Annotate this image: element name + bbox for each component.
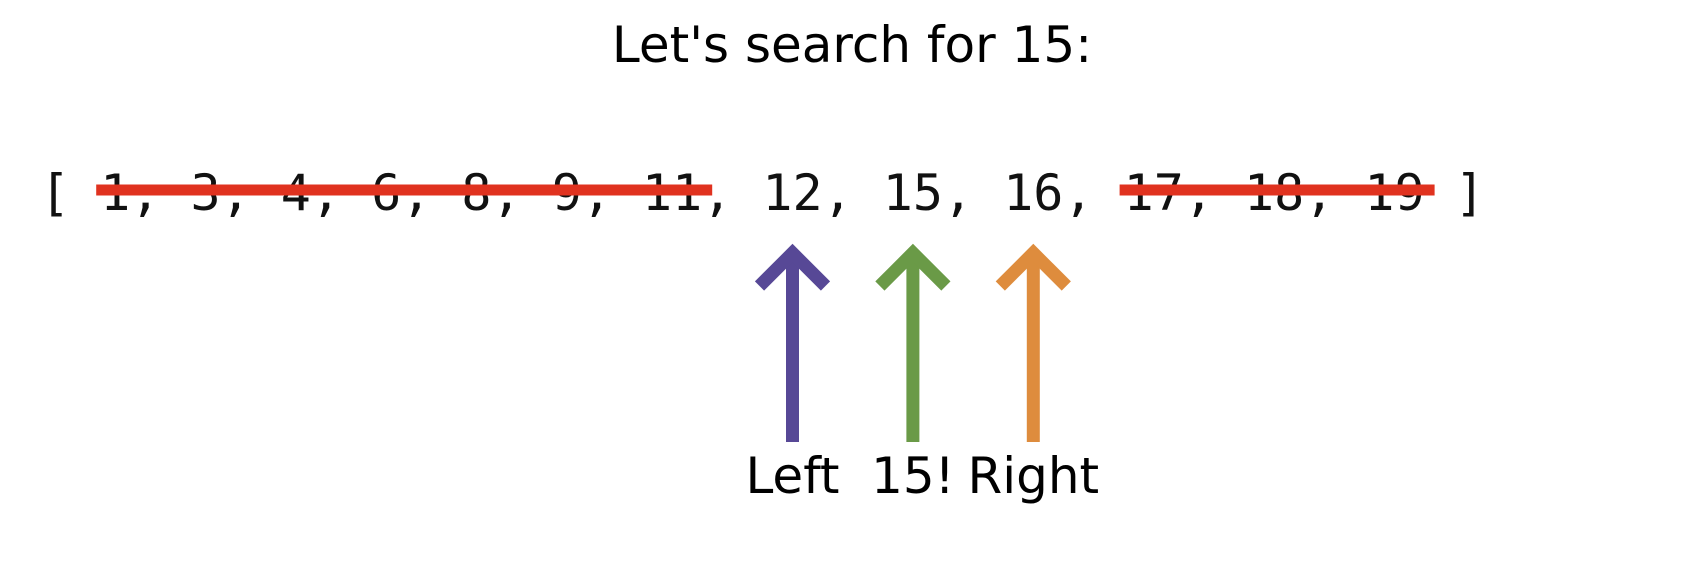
- close-bracket: ]: [1455, 164, 1485, 222]
- array-separator: ,: [823, 164, 853, 222]
- pointer-arrows: Left 15!Right: [745, 243, 1099, 505]
- diagram-title: Let's search for 15:: [612, 16, 1092, 74]
- arrow-up-icon: [995, 243, 1071, 291]
- pointer-label: Left: [745, 447, 839, 505]
- array-separator: ,: [1063, 164, 1093, 222]
- array-item: 12: [762, 164, 822, 222]
- pointer-mid: 15!: [871, 243, 955, 505]
- array-item: 15: [883, 164, 943, 222]
- array-item: 16: [1003, 164, 1063, 222]
- pointer-label: 15!: [871, 447, 955, 505]
- pointer-left: Left: [745, 243, 840, 505]
- array-separator: ,: [943, 164, 973, 222]
- arrow-up-icon: [875, 243, 951, 291]
- open-bracket: [: [40, 164, 70, 222]
- pointer-right: Right: [967, 243, 1099, 505]
- arrow-up-icon: [754, 243, 831, 291]
- pointer-label: Right: [967, 447, 1099, 505]
